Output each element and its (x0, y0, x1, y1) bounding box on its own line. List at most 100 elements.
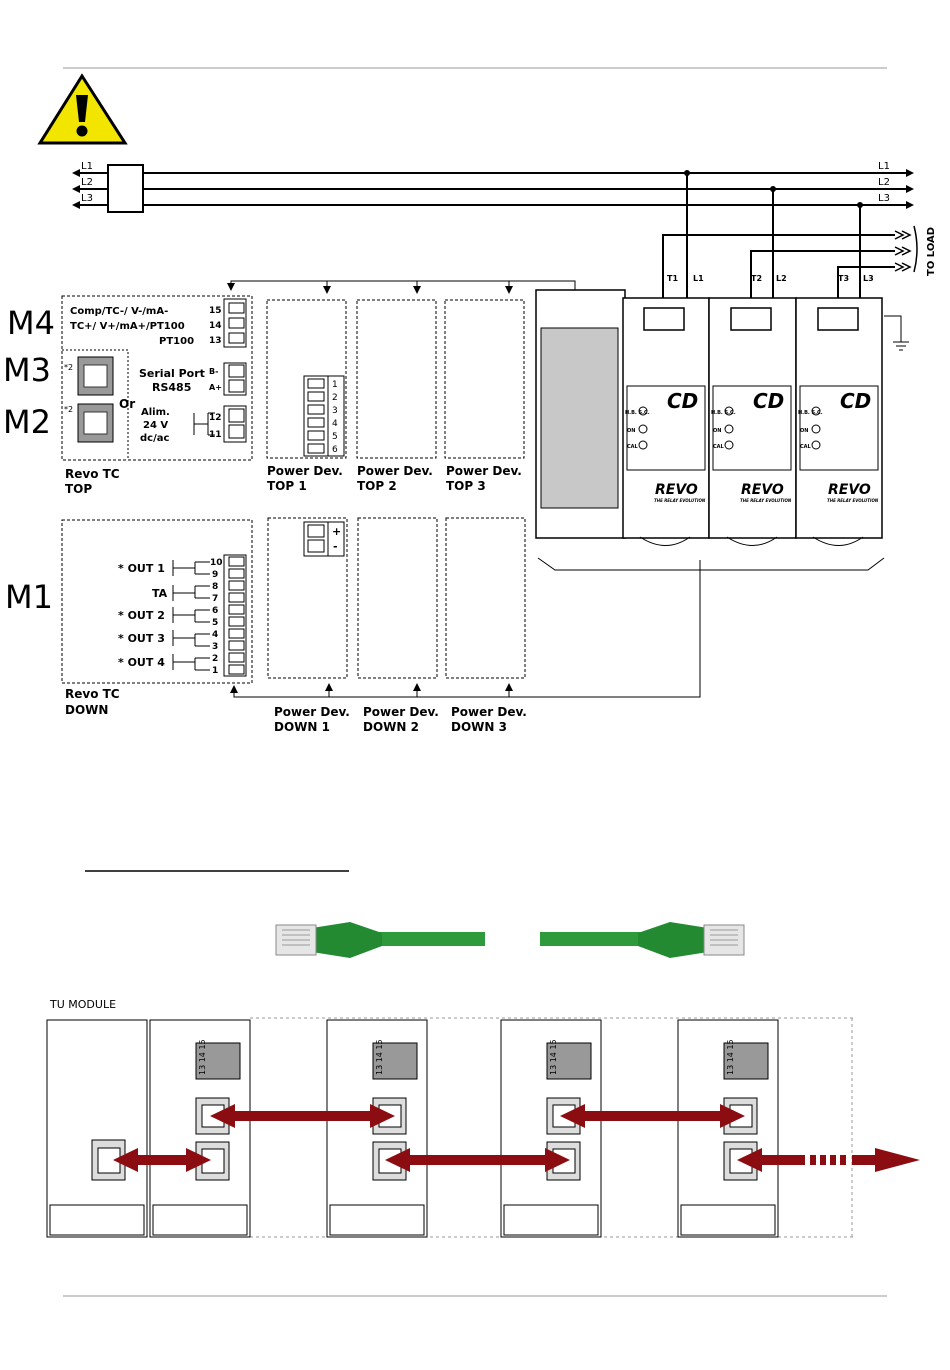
revo-down-label-2: DOWN (65, 703, 108, 717)
unit2-l: L2 (776, 274, 787, 283)
conn-minus: - (333, 540, 338, 553)
tu1-pins: 13 14 15 (198, 1039, 207, 1075)
conn-pin-3: 3 (332, 406, 338, 416)
unit1-led-on: ON (627, 428, 635, 434)
module-m4: M4 (7, 304, 55, 342)
revo-top-label-2: TOP (65, 482, 92, 496)
tu-module-3 (500, 1019, 602, 1238)
out1-label: * OUT 1 (118, 562, 165, 575)
warning-icon (37, 73, 128, 145)
unit3-led-hb: H.B. S.C. (798, 410, 823, 416)
pin-9: 9 (212, 570, 218, 580)
unit3-product: REVO (828, 482, 871, 498)
revo-top-label-1: Revo TC (65, 467, 120, 481)
revo-tc-top-box (61, 295, 253, 461)
power-top2-label-2: TOP 2 (357, 479, 397, 493)
conn-pin-5: 5 (332, 432, 338, 442)
power-top2-label-1: Power Dev. (357, 464, 433, 478)
unit3-led-on: ON (800, 428, 808, 434)
unit2-brand-logo: CD (753, 389, 784, 413)
pin-8: 8 (212, 582, 218, 592)
revo-unit-3 (795, 297, 883, 546)
term-13-pin: 13 (209, 336, 222, 346)
pin-3: 3 (212, 642, 218, 652)
unit3-tagline: THE RELAY EVOLUTION (827, 498, 879, 503)
rj45-cable-right-icon (540, 922, 745, 958)
unit2-product: REVO (741, 482, 784, 498)
line-l3-left: L3 (81, 193, 93, 204)
term-14-pin: 14 (209, 321, 222, 331)
rj45-cable-left-icon (275, 922, 485, 958)
unit1-l: L1 (693, 274, 704, 283)
unit1-product: REVO (655, 482, 698, 498)
power-down2-label-1: Power Dev. (363, 705, 439, 719)
tu-module-2 (326, 1019, 428, 1238)
unit1-led-cal: CAL (627, 444, 639, 450)
revo-unit-2 (708, 297, 797, 546)
tu-module-4 (677, 1019, 779, 1238)
power-down1-label-1: Power Dev. (274, 705, 350, 719)
unit2-led-on: ON (713, 428, 721, 434)
conn-pin-6: 6 (332, 445, 338, 455)
out4-label: * OUT 4 (118, 656, 165, 669)
power-down1-connector (303, 521, 345, 557)
down-terminal-block (172, 554, 247, 677)
unit1-led-hb: H.B. S.C. (625, 410, 650, 416)
unit1-t: T1 (667, 274, 678, 283)
term-13-label: PT100 (159, 336, 194, 347)
unit2-t: T2 (751, 274, 762, 283)
revo-unit-1 (622, 297, 710, 546)
revo-device-assembly (535, 289, 909, 571)
module-m3: M3 (3, 351, 51, 389)
alim-label-3: dc/ac (140, 433, 169, 444)
unit2-led-cal: CAL (713, 444, 725, 450)
tu-module-0 (46, 1019, 148, 1238)
link-arrow-1 (113, 1148, 211, 1172)
to-load-label: TO LOAD (926, 227, 937, 276)
out2-label: * OUT 2 (118, 609, 165, 622)
power-top1-connector (303, 375, 345, 457)
line-l2-right: L2 (878, 177, 890, 188)
load-chevrons (894, 225, 918, 273)
star2-m3: *2 (64, 363, 73, 372)
pin-5: 5 (212, 618, 218, 628)
revo-down-label-1: Revo TC (65, 687, 120, 701)
link-arrow-5 (737, 1148, 805, 1172)
power-top1-label-1: Power Dev. (267, 464, 343, 478)
unit3-led-cal: CAL (800, 444, 812, 450)
unit3-l: L3 (863, 274, 874, 283)
ta-label: TA (152, 587, 168, 600)
serial-b: B- (209, 367, 218, 376)
conn-pin-2: 2 (332, 393, 338, 403)
power-down2-label-2: DOWN 2 (363, 720, 419, 734)
alim-label-2: 24 V (143, 420, 168, 431)
out3-label: * OUT 3 (118, 632, 165, 645)
phase-lines (72, 164, 914, 300)
line-l1-right: L1 (878, 161, 890, 172)
revo-tc-down-box (61, 519, 253, 684)
serial-a: A+ (209, 383, 222, 392)
pin-7: 7 (212, 594, 218, 604)
link-arrows (113, 1104, 920, 1172)
power-down3-label-2: DOWN 3 (451, 720, 507, 734)
conn-pin-4: 4 (332, 419, 338, 429)
serial-label-1: Serial Port (139, 367, 205, 380)
pin-1: 1 (212, 666, 218, 676)
line-l3-right: L3 (878, 193, 890, 204)
link-arrow-4 (560, 1104, 745, 1128)
or-label: Or (119, 397, 135, 411)
unit2-tagline: THE RELAY EVOLUTION (740, 498, 792, 503)
alim-pin-12: 12 (209, 413, 222, 423)
power-down-boxes (267, 517, 526, 679)
unit2-led-hb: H.B. S.C. (711, 410, 736, 416)
line-l1-left: L1 (81, 161, 93, 172)
tu4-pins: 13 14 15 (726, 1039, 735, 1075)
power-top3-label-1: Power Dev. (446, 464, 522, 478)
term-15-pin: 15 (209, 306, 222, 316)
tu-module-label: TU MODULE (49, 998, 116, 1011)
module-m2: M2 (3, 403, 51, 441)
pin-2: 2 (212, 654, 218, 664)
conn-plus: + (332, 525, 341, 538)
power-down1-label-2: DOWN 1 (274, 720, 330, 734)
